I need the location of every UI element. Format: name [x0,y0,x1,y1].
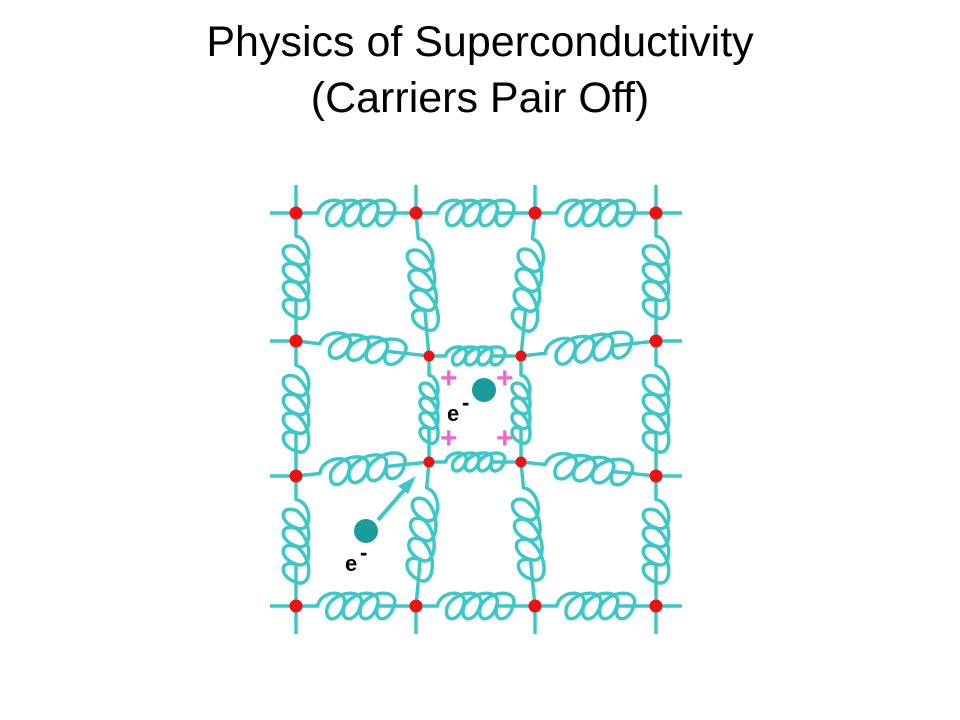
lattice-spring [641,211,671,343]
title-line-2: (Carriers Pair Off) [310,74,650,122]
electron-motion-arrow [376,476,416,522]
positive-charge-sign: + [496,362,514,395]
lattice-spring [405,460,440,608]
lattice-spring [519,451,658,487]
lattice-spring [510,211,546,358]
lattice-spring [294,451,431,487]
electron-charge-text: - [462,390,469,415]
electron-label-text: e [447,401,459,426]
lattice-ion [289,469,303,483]
lattice-ion [528,599,542,613]
slide-title: Physics of Superconductivity (Carriers P… [0,14,960,126]
lattice-ion [649,469,663,483]
bound-electron [472,378,496,402]
lattice-ion [528,206,542,220]
electron-charge-text: - [360,540,367,565]
free-electron [354,519,378,543]
lattice-spring [533,198,658,228]
lattice-spring [641,474,671,608]
lattice-spring [414,198,537,228]
lattice-spring [294,591,418,621]
lattice-spring [405,211,441,358]
lattice-spring [414,591,537,621]
lattice-spring [427,345,523,367]
positive-charge-sign: + [440,362,458,395]
lattice-spring [281,339,311,478]
lattice-spring [533,591,658,621]
positive-charge-sign: + [440,422,458,455]
lattice-spring [281,211,311,343]
lattice-ion [649,334,663,348]
lattice-ion [649,206,663,220]
lattice-spring [294,198,418,228]
distorted-ion [515,456,527,468]
lattice-spring [510,460,546,608]
lattice-spring [510,354,532,464]
distorted-ion [515,350,527,362]
positive-charge-sign: + [496,422,514,455]
lattice-ion [649,599,663,613]
lattice-spring [294,331,431,367]
distorted-ion [423,350,435,362]
lattice-spring [281,474,311,608]
lattice-ion [409,206,423,220]
lattice-spring [418,354,440,464]
lattice-spring [641,339,671,478]
lattice-spring [519,330,658,366]
lattice-springs [270,185,682,634]
lattice-ion [289,599,303,613]
lattice-ion [289,206,303,220]
electron-label-text: e [345,551,357,576]
electron-label-bound: e - [447,390,469,426]
lattice-ion [289,334,303,348]
lattice-spring [427,451,523,473]
lattice-ion [409,599,423,613]
distorted-ion [423,456,435,468]
lattice-ions [289,206,663,613]
electron-label-free: e - [345,540,367,576]
title-line-1: Physics of Superconductivity [206,18,754,66]
